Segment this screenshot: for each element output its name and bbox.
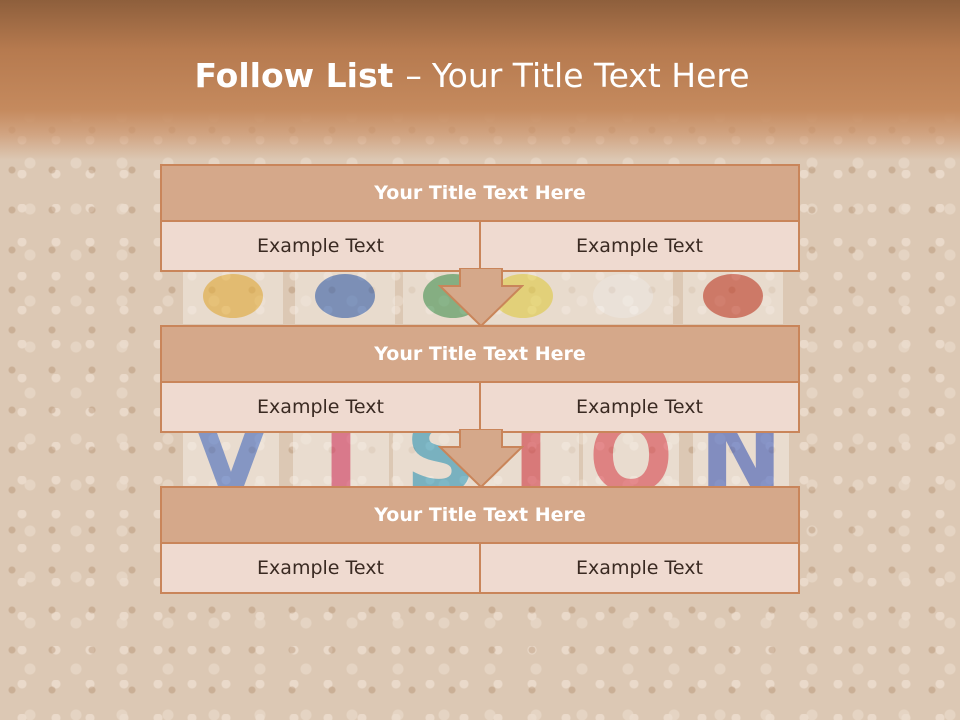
list-item-title: Your Title Text Here (162, 488, 798, 544)
slide-title: Follow List–Your Title Text Here (0, 52, 944, 100)
list-item-right-text: Example Text (479, 383, 798, 431)
list-item-left-text: Example Text (162, 383, 479, 431)
title-band (0, 0, 960, 160)
vision-picture: V I S I O N (183, 272, 795, 486)
vision-letter: N (693, 432, 789, 486)
list-item-left-text: Example Text (162, 544, 479, 592)
list-item-right-text: Example Text (479, 222, 798, 270)
paint-jar (683, 272, 783, 324)
slide-title-separator: – (405, 56, 422, 95)
slide-title-bold: Follow List (194, 56, 394, 95)
slide-title-rest: Your Title Text Here (431, 56, 750, 95)
paint-jar (183, 272, 283, 324)
vision-letter: V (183, 432, 279, 486)
paint-jar (295, 272, 395, 324)
paint-jars (183, 272, 795, 324)
vision-letter: I (293, 432, 389, 486)
vision-letters: V I S I O N (183, 432, 795, 486)
list-item-right-text: Example Text (479, 544, 798, 592)
paint-jar (573, 272, 673, 324)
list-item-title: Your Title Text Here (162, 166, 798, 222)
list-item-1: Your Title Text Here Example Text Exampl… (160, 164, 800, 272)
list-item-row: Example Text Example Text (162, 222, 798, 270)
list-item-left-text: Example Text (162, 222, 479, 270)
list-item-3: Your Title Text Here Example Text Exampl… (160, 486, 800, 594)
down-arrow-icon (438, 429, 524, 489)
list-item-row: Example Text Example Text (162, 544, 798, 592)
vision-letter: O (583, 432, 679, 486)
down-arrow-icon (438, 268, 524, 328)
list-item-title: Your Title Text Here (162, 327, 798, 383)
list-item-2: Your Title Text Here Example Text Exampl… (160, 325, 800, 433)
list-item-row: Example Text Example Text (162, 383, 798, 431)
